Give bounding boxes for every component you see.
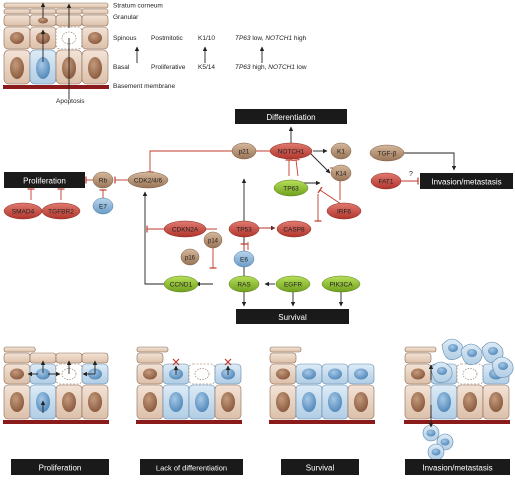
node-k14: K14	[330, 164, 352, 182]
spinous-cells	[3, 26, 109, 50]
question-mark: ?	[409, 171, 413, 178]
phenotype-panels	[3, 338, 514, 461]
basal-keratins: K5/14	[198, 64, 215, 71]
svg-text:FAT1: FAT1	[378, 179, 393, 186]
svg-text:Proliferation: Proliferation	[23, 177, 66, 186]
svg-text:RAS: RAS	[237, 282, 251, 289]
property-arrows	[134, 46, 265, 63]
panel-label-invasion: Invasion/metastasis	[405, 459, 510, 475]
node-ccnd1: CCND1	[163, 275, 199, 293]
signaling-network: Differentiation Proliferation Invasion/m…	[3, 109, 513, 324]
spinous-state: Postmitotic	[151, 35, 184, 42]
svg-text:CCND1: CCND1	[170, 282, 193, 289]
svg-text:Invasion/metastasis: Invasion/metastasis	[422, 464, 492, 473]
svg-text:TP53: TP53	[236, 227, 252, 234]
epidermis-diagram: Stratum corneum Granular Spinous Basal B…	[3, 2, 307, 105]
panel-label-lack-of-differentiation: Lack of differentiation	[140, 459, 243, 475]
label-spinous: Spinous	[113, 35, 137, 42]
label-stratum-corneum: Stratum corneum	[113, 3, 163, 10]
svg-text:NOTCH1: NOTCH1	[278, 149, 305, 156]
node-cdk: CDK2/4/6	[127, 171, 169, 189]
basal-properties: Proliferative K5/14 TP63 high, NOTCH1 lo…	[151, 64, 307, 71]
node-irf6: IRF6	[326, 202, 362, 220]
node-rb: Rb	[92, 171, 114, 189]
epidermis-arrows	[40, 2, 72, 99]
svg-text:Proliferation: Proliferation	[39, 464, 82, 473]
spinous-keratins: K1/10	[198, 35, 215, 42]
panel-proliferation	[3, 346, 109, 424]
stratum-corneum-cells	[3, 2, 109, 15]
svg-text:Differentiation: Differentiation	[266, 113, 315, 122]
node-tgfb: TGF-β	[369, 144, 405, 162]
svg-text:PIK3CA: PIK3CA	[329, 282, 353, 289]
svg-text:K1: K1	[337, 149, 345, 156]
node-cdkn2a: CDKN2A	[163, 220, 207, 238]
node-p21: p21	[231, 142, 257, 160]
panel-invasion	[404, 338, 514, 461]
label-basement-membrane: Basement membrane	[113, 83, 176, 90]
basal-state: Proliferative	[151, 64, 186, 71]
invasion-box: Invasion/metastasis	[420, 173, 513, 189]
node-e6: E6	[233, 250, 255, 268]
proliferation-box: Proliferation	[4, 172, 85, 188]
granular-cells	[3, 14, 109, 27]
panel-label-survival: Survival	[281, 459, 359, 475]
svg-text:p21: p21	[239, 149, 250, 156]
svg-text:Survival: Survival	[306, 464, 335, 473]
svg-text:Survival: Survival	[278, 313, 307, 322]
node-notch1: NOTCH1	[269, 142, 313, 160]
node-k1: K1	[330, 142, 352, 160]
svg-text:Lack of differentiation: Lack of differentiation	[156, 464, 227, 473]
basement-membrane	[3, 85, 109, 89]
spinous-properties: Postmitotic K1/10 TP63 low, NOTCH1 high	[151, 35, 307, 42]
node-p16: p16	[180, 248, 200, 266]
svg-text:TGF-β: TGF-β	[378, 151, 397, 158]
node-fat1: FAT1	[370, 172, 402, 190]
node-ras: RAS	[228, 275, 260, 293]
svg-text:TGFBR2: TGFBR2	[48, 209, 74, 216]
svg-text:IRF6: IRF6	[337, 209, 351, 216]
svg-text:CASP8: CASP8	[283, 227, 305, 234]
node-casp8: CASP8	[276, 220, 312, 238]
svg-text:p14: p14	[208, 239, 219, 245]
node-tp63: TP63	[273, 179, 309, 197]
panel-survival	[269, 346, 375, 424]
label-granular: Granular	[113, 14, 139, 21]
node-egfr: EGFR	[275, 275, 311, 293]
svg-text:K14: K14	[336, 172, 347, 178]
panel-label-proliferation: Proliferation	[11, 459, 109, 475]
svg-text:E7: E7	[99, 204, 107, 211]
basal-cells	[3, 49, 109, 85]
svg-text:CDK2/4/6: CDK2/4/6	[134, 178, 163, 185]
differentiation-box: Differentiation	[235, 109, 347, 124]
svg-text:SMAD4: SMAD4	[12, 209, 35, 216]
svg-text:p16: p16	[185, 256, 196, 262]
svg-text:TP63: TP63	[283, 186, 299, 193]
node-smad4: SMAD4	[3, 202, 43, 220]
node-tgfbr2: TGFBR2	[41, 202, 81, 220]
svg-text:Invasion/metastasis: Invasion/metastasis	[431, 178, 501, 187]
node-tp53: TP53	[228, 220, 260, 238]
node-pik3ca: PIK3CA	[321, 275, 361, 293]
panel-lack-of-differentiation	[136, 346, 242, 424]
svg-text:CDKN2A: CDKN2A	[172, 227, 199, 234]
node-p14: p14	[203, 231, 223, 249]
label-basal: Basal	[113, 64, 130, 71]
spinous-markers: TP63 low, NOTCH1 high	[235, 35, 307, 42]
svg-text:E6: E6	[240, 257, 248, 264]
label-apoptosis: Apoptosis	[56, 98, 85, 105]
basal-markers: TP63 high, NOTCH1 low	[235, 64, 307, 71]
svg-text:Rb: Rb	[99, 178, 108, 185]
svg-text:EGFR: EGFR	[284, 282, 302, 289]
survival-box: Survival	[236, 309, 349, 324]
node-e7: E7	[92, 197, 114, 215]
